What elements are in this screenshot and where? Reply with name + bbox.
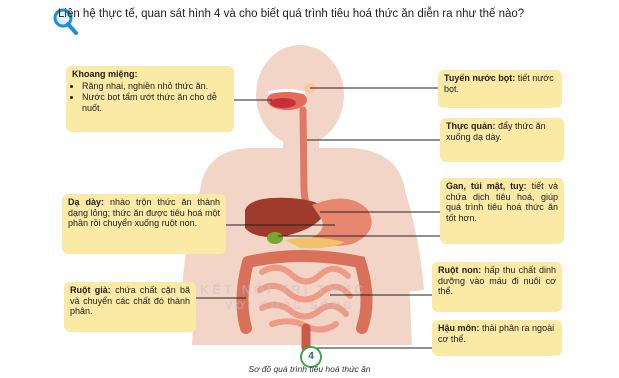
label-gan-tui-mat-tuy: Gan, túi mật, tuỵ: tiết và chứa dịch tiê…: [440, 178, 564, 244]
label-tuyen-nuoc-bot: Tuyến nước bọt: tiết nước bọt.: [438, 70, 562, 108]
label-title: Khoang miệng:: [72, 69, 228, 80]
gallbladder-organ: [267, 232, 283, 244]
figure-caption: Sơ đồ quá trình tiêu hoá thức ăn: [0, 364, 619, 374]
label-thuc-quan: Thực quản: đẩy thức ăn xuống dạ dày.: [440, 118, 564, 162]
label-item: Răng nhai, nghiền nhỏ thức ăn.: [82, 81, 228, 92]
label-title: Dạ dày:: [68, 197, 104, 207]
watermark: KẾT NỐI TRI THỨC: [200, 282, 366, 297]
label-ruot-gia: Ruột già: chứa chất cặn bã và chuyển các…: [64, 282, 196, 332]
label-khoang-mieng: Khoang miệng: Răng nhai, nghiền nhỏ thức…: [66, 66, 234, 132]
label-da-day: Dạ dày: nhào trộn thức ăn thành dạng lỏn…: [62, 194, 226, 254]
label-ruot-non: Ruột non: hấp thu chất dinh dưỡng vào má…: [432, 262, 562, 312]
label-title: Ruột non:: [438, 265, 481, 275]
label-title: Ruột già:: [70, 285, 111, 295]
label-title: Hậu môn:: [438, 323, 480, 333]
label-title: Thực quản:: [446, 121, 496, 131]
label-hau-mon: Hậu môn: thải phân ra ngoài cơ thể.: [432, 320, 562, 356]
label-item: Nước bọt tẩm ướt thức ăn cho dễ nuốt.: [82, 92, 228, 113]
label-title: Gan, túi mật, tuỵ:: [446, 181, 527, 191]
label-title: Tuyến nước bọt:: [444, 73, 515, 83]
watermark: VỚI CUỘC SỐNG: [225, 300, 355, 312]
